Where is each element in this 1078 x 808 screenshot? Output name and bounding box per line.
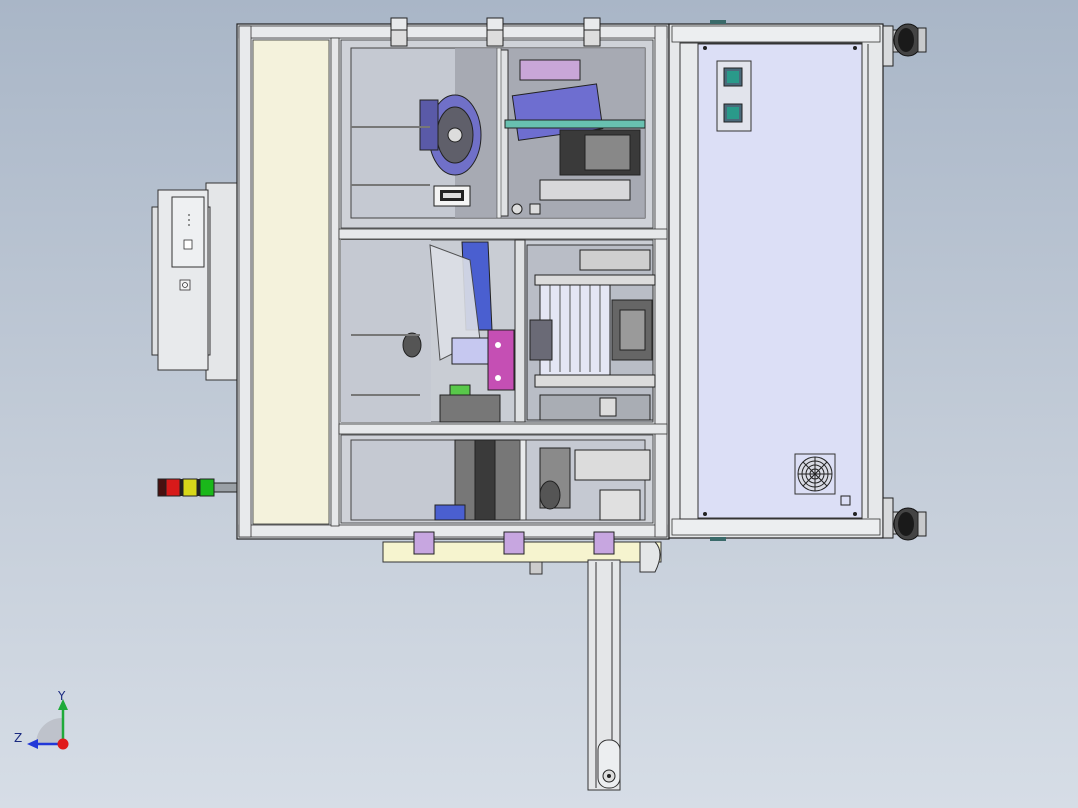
triad-z-label: Z (14, 731, 22, 745)
cooling-fan (794, 453, 836, 495)
output-conveyor (382, 531, 662, 791)
top-brackets (390, 17, 601, 47)
signal-light-green (199, 478, 215, 497)
cream-side-panel (252, 39, 330, 525)
signal-light-yellow (182, 478, 198, 497)
electrical-cabinet (668, 23, 884, 539)
caster-wheels (710, 20, 927, 541)
middle-compartment (340, 239, 656, 423)
side-control-box (151, 182, 239, 381)
signal-light-red (165, 478, 181, 497)
triad-y-label: Y (57, 689, 66, 703)
orientation-triad[interactable]: Y Z (14, 689, 69, 750)
upper-compartment (340, 39, 654, 229)
lower-compartment (340, 434, 654, 524)
signal-tower-light (157, 478, 239, 497)
